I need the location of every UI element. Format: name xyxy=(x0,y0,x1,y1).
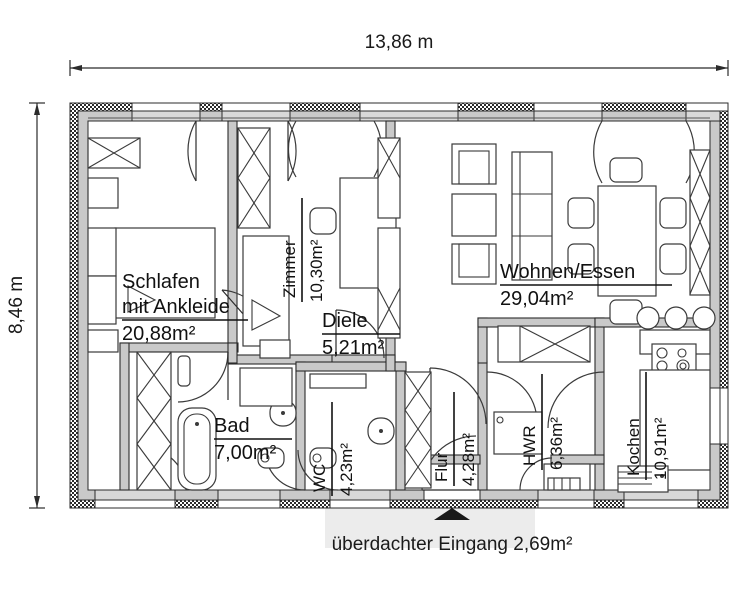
dining-table-icon xyxy=(597,185,657,297)
room-area: 10,30m² xyxy=(307,239,326,302)
room-area: 4,28m² xyxy=(459,433,478,486)
windows-top xyxy=(88,102,729,122)
washing-machine-icon xyxy=(493,411,543,455)
wardrobe-icon xyxy=(404,371,432,489)
left-dimension-label: 8,46 m xyxy=(6,276,27,334)
wardrobe-icon xyxy=(237,127,271,229)
wardrobe-icon xyxy=(377,137,401,219)
room-label-wohnen: Wohnen/Essen 29,04m² xyxy=(500,261,672,310)
coffee-table-icon xyxy=(451,193,497,237)
room-label-hwr: HWR 6,36m² xyxy=(520,374,566,470)
window-right xyxy=(709,387,729,445)
toilet-icon xyxy=(309,447,337,469)
bed-icon xyxy=(242,235,290,347)
flur-closet xyxy=(404,371,432,489)
entrance-caption: überdachter Eingang 2,69m² xyxy=(332,534,573,555)
zimmer-furniture xyxy=(237,127,401,359)
wc-furniture xyxy=(309,373,395,469)
exterior-wall xyxy=(69,102,729,509)
bar-stool-icon xyxy=(692,306,716,330)
room-name: Flur xyxy=(432,452,451,482)
left-dimension xyxy=(29,102,45,509)
bar-stool-icon xyxy=(664,306,688,330)
dining-chair xyxy=(567,197,595,229)
room-label-wc: WC 4,23m² xyxy=(310,402,356,496)
room-area: 29,04m² xyxy=(500,288,574,310)
room-label-schlafen: Schlafen mit Ankleide 20,88m² xyxy=(122,271,248,345)
bathtub-icon xyxy=(177,407,217,491)
dining-chair xyxy=(609,157,643,183)
toilet-icon xyxy=(257,447,285,469)
boiler-icon xyxy=(547,477,581,491)
sofa-icon xyxy=(511,151,553,281)
room-area: 5,21m² xyxy=(322,337,385,359)
hwr-furniture xyxy=(493,325,591,491)
room-name: Bad xyxy=(214,415,250,437)
room-name: Diele xyxy=(322,310,368,332)
bathroom-furniture xyxy=(136,351,297,491)
room-name-2: mit Ankleide xyxy=(122,296,230,318)
shelf-icon xyxy=(497,325,591,363)
windows-bottom xyxy=(94,489,699,509)
room-name: Zimmer xyxy=(280,240,299,298)
room-name: HWR xyxy=(520,425,539,466)
room-area: 10,91m² xyxy=(651,417,670,480)
bedroom-furniture xyxy=(87,137,216,353)
top-dimension-label: 13,86 m xyxy=(365,32,434,53)
room-label-diele: Diele 5,21m² xyxy=(322,310,400,359)
room-label-zimmer: Zimmer 10,30m² xyxy=(280,198,326,302)
room-area: 20,88m² xyxy=(122,323,196,345)
room-label-flur: Flur 4,28m² xyxy=(432,392,478,486)
entrance-arrow-icon xyxy=(434,508,470,520)
room-area: 7,00m² xyxy=(214,442,277,464)
living-room-furniture xyxy=(451,143,711,325)
room-name: WC xyxy=(310,464,329,492)
room-label-kochen: Kochen 10,91m² xyxy=(624,372,670,480)
dining-chair xyxy=(567,243,595,275)
room-label-bad: Bad 7,00m² xyxy=(214,415,292,464)
room-name: Schlafen xyxy=(122,271,200,293)
dining-chair xyxy=(659,197,687,229)
room-name: Wohnen/Essen xyxy=(500,261,635,283)
bed-icon xyxy=(114,227,216,319)
room-area: 4,23m² xyxy=(337,443,356,496)
bar-stool-icon xyxy=(636,306,660,330)
dining-chair xyxy=(659,243,687,275)
room-area: 6,36m² xyxy=(547,417,566,470)
top-dimension xyxy=(69,60,729,76)
sink-icon xyxy=(617,465,669,493)
room-name: Kochen xyxy=(624,418,643,476)
